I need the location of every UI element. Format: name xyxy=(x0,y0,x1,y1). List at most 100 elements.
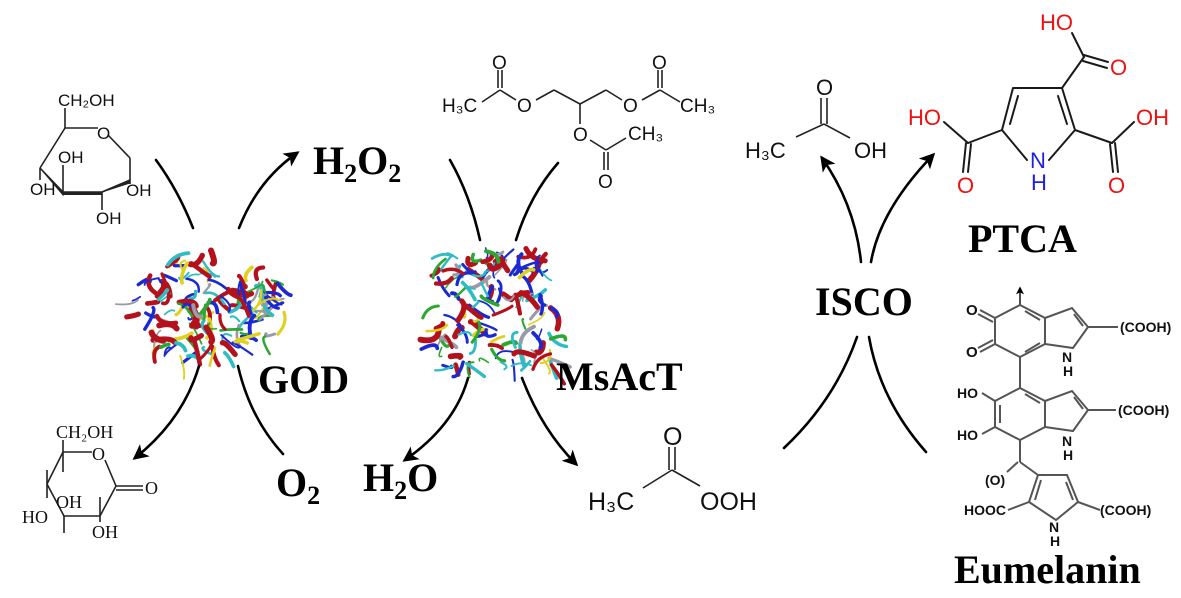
protein-ribbon-segment xyxy=(441,267,465,276)
h2o2-sub2: 2 xyxy=(388,159,401,188)
protein-ribbon-segment xyxy=(213,288,238,303)
protein-ribbon-segment xyxy=(468,339,478,355)
protein-ribbon-segment xyxy=(518,324,536,345)
protein-ribbon-segment xyxy=(484,249,501,264)
protein-ribbon-segment xyxy=(521,318,527,330)
protein-ribbon-segment xyxy=(520,359,532,372)
protein-ribbon-segment xyxy=(433,276,454,286)
protein-ribbon-segment xyxy=(221,333,233,341)
h2o2-o: O xyxy=(357,138,388,183)
protein-ribbon-segment xyxy=(531,352,553,371)
protein-ribbon-segment xyxy=(484,328,497,338)
h2o-sub: 2 xyxy=(394,476,407,505)
protein-ribbon-segment xyxy=(457,331,472,337)
eumelanin-o-paren: (O) xyxy=(985,472,1005,488)
ptca-ho-top: HO xyxy=(1040,10,1073,35)
h2o2-h: H xyxy=(313,138,344,183)
ptca-n: N xyxy=(1030,148,1046,173)
god-protein-structure xyxy=(115,247,293,380)
protein-ribbon-segment xyxy=(161,292,171,306)
arrow-msact-to-peracetic-acid xyxy=(520,376,579,467)
protein-ribbon-segment xyxy=(191,303,204,319)
protein-ribbon-segment xyxy=(154,282,168,299)
eumelanin-cooh-1: (COOH) xyxy=(1120,319,1171,335)
protein-ribbon-segment xyxy=(548,334,568,342)
protein-ribbon-segment xyxy=(208,346,217,367)
h2o2-label: H2O2 xyxy=(313,138,401,188)
acetic-acid-h3c: H₃C xyxy=(745,138,786,163)
protein-ribbon-segment xyxy=(243,265,254,283)
protein-ribbon-segment xyxy=(517,267,536,280)
protein-ribbon-segment xyxy=(220,334,241,349)
eumelanin-nh2-n: N xyxy=(1062,433,1072,449)
protein-ribbon-segment xyxy=(262,335,271,356)
protein-ribbon-segment xyxy=(251,288,263,312)
peracetic-acid-carbonyl-o: O xyxy=(663,423,682,451)
arrow-god-to-h2o2 xyxy=(237,151,300,230)
protein-ribbon-segment xyxy=(438,346,443,358)
eumelanin-cooh-2: (COOH) xyxy=(1118,402,1169,418)
ptca-o-left: O xyxy=(957,173,974,198)
ptca-oh-right: OH xyxy=(1136,105,1169,130)
protein-ribbon-segment xyxy=(253,265,266,282)
eumelanin-ho-2: HO xyxy=(957,427,978,443)
protein-ribbon-segment xyxy=(131,295,142,302)
triacetin-o-mid-carbonyl: O xyxy=(598,172,613,193)
protein-ribbon-segment xyxy=(188,333,204,343)
triacetin-h3c-left: H₃C xyxy=(442,96,477,117)
protein-ribbon-segment xyxy=(470,252,483,263)
protein-ribbon-segment xyxy=(187,289,198,300)
protein-ribbon-segment xyxy=(539,348,552,365)
acetic-acid-oh: OH xyxy=(854,138,887,163)
eumelanin-o-quinone-2: O xyxy=(966,344,978,361)
glucose-oh-bottom-label: OH xyxy=(96,209,122,228)
protein-ribbon-segment xyxy=(452,263,460,277)
protein-ribbon-segment xyxy=(179,354,186,380)
eumelanin-label: Eumelanin xyxy=(954,547,1141,592)
protein-ribbon-segment xyxy=(177,302,194,318)
protein-ribbon-segment xyxy=(148,329,167,344)
protein-ribbon-segment xyxy=(223,350,236,369)
protein-ribbon-segment xyxy=(263,332,277,338)
triacetin-o-right-ester: O xyxy=(623,96,638,117)
protein-ribbon-segment xyxy=(172,331,194,342)
gluconolactone-ring-o-label: O xyxy=(92,444,105,464)
protein-ribbon-segment xyxy=(192,340,203,367)
arrow-peracetic-acid-to-isco xyxy=(782,335,859,450)
arrow-isco-to-acetic-acid xyxy=(820,155,863,264)
protein-ribbon-segment xyxy=(202,260,221,278)
ptca-o-right: O xyxy=(1108,173,1125,198)
protein-ribbon-segment xyxy=(542,358,551,375)
protein-ribbon-segment xyxy=(465,361,487,379)
triacetin-o-right-carbonyl: O xyxy=(652,53,667,74)
protein-ribbon-segment xyxy=(518,290,541,310)
triacetin-ch3-right: CH₃ xyxy=(680,96,715,117)
protein-ribbon-segment xyxy=(531,331,544,350)
protein-ribbon-segment xyxy=(189,261,212,279)
protein-ribbon-segment xyxy=(274,297,285,302)
protein-ribbon-segment xyxy=(490,347,507,363)
protein-ribbon-segment xyxy=(430,252,454,260)
eumelanin-nh2-h: H xyxy=(1063,447,1073,463)
protein-ribbon-segment xyxy=(547,331,569,349)
protein-ribbon-segment xyxy=(233,339,249,345)
acetic-acid-structure: H₃C O OH xyxy=(745,75,887,163)
protein-ribbon-segment xyxy=(450,291,461,301)
protein-ribbon-segment xyxy=(417,328,442,344)
eumelanin-cooh-3: (COOH) xyxy=(1100,502,1151,518)
protein-ribbon-segment xyxy=(498,257,511,274)
triacetin-o-left-carbonyl: O xyxy=(492,53,507,74)
o2-o: O xyxy=(276,460,307,505)
protein-ribbon-segment xyxy=(202,283,212,295)
peracetic-acid-ooh: OOH xyxy=(700,488,757,516)
eumelanin-structure: O O (COOH) N H HO HO (COOH) N H (O) HOOC… xyxy=(957,286,1171,549)
gluconolactone-oh-inner-label: OH xyxy=(56,492,82,512)
protein-ribbon-segment xyxy=(229,315,241,323)
protein-ribbon-segment xyxy=(124,311,141,320)
acetic-acid-carbonyl-o: O xyxy=(816,75,833,100)
protein-ribbon-segment xyxy=(276,310,287,336)
glucose-ring-o-label: O xyxy=(97,124,110,143)
protein-ribbon-segment xyxy=(467,319,489,337)
protein-ribbon-segment xyxy=(437,333,447,346)
h2o-h: H xyxy=(363,455,394,500)
